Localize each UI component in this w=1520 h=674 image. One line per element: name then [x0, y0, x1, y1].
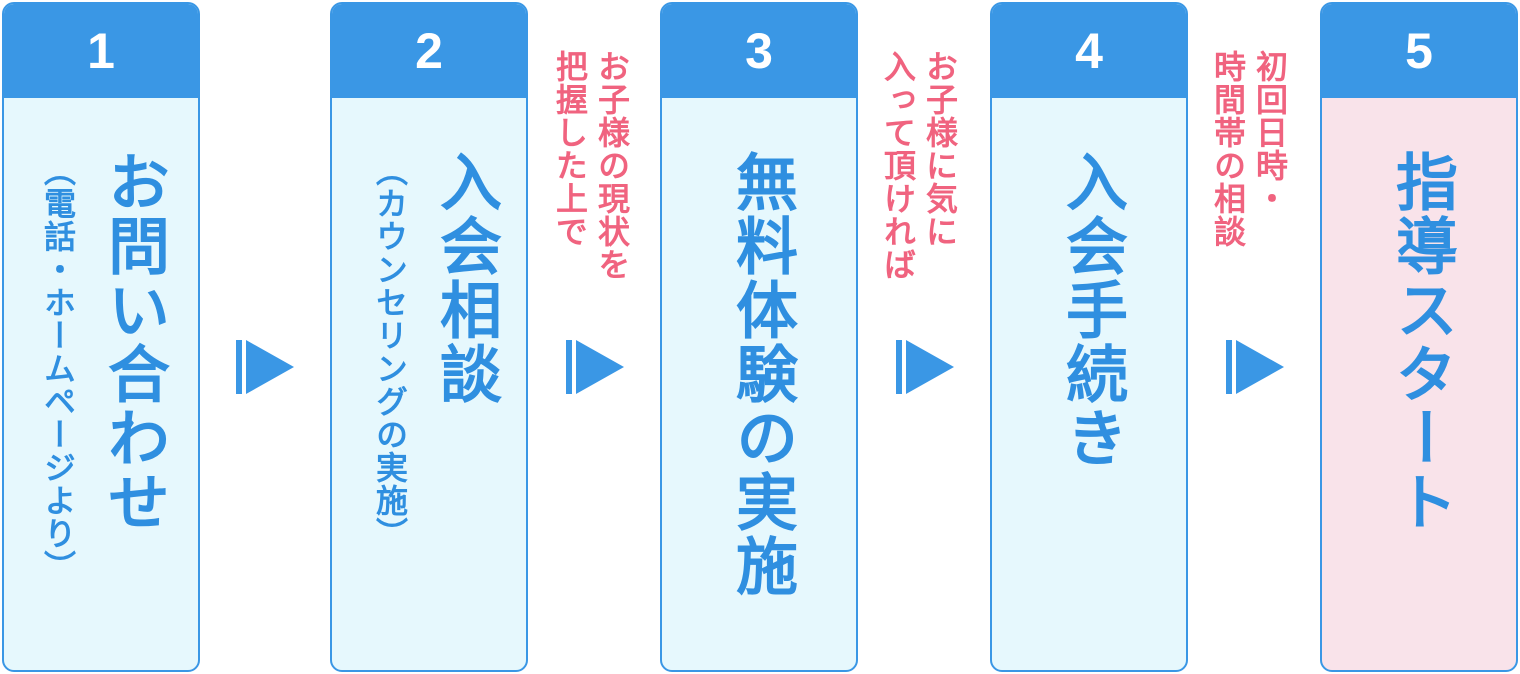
step-2-subtitle: （カウンセリングの実施）	[371, 154, 409, 550]
arrow-right-icon	[236, 340, 294, 394]
step-3-title: 無料体験の実施	[725, 150, 798, 598]
step-2-title: 入会相談	[429, 150, 502, 406]
note-3-line-2: 時間帯の相談	[1209, 50, 1247, 248]
step-2-number: 2	[332, 4, 526, 98]
note-2-line-1: お子様に気に	[921, 50, 959, 248]
step-4-title: 入会手続き	[1055, 150, 1128, 470]
step-3-card: 3 無料体験の実施	[660, 2, 858, 672]
step-5-card: 5 指導スタート	[1320, 2, 1518, 672]
arrow-right-icon	[1226, 340, 1284, 394]
step-3-number: 3	[662, 4, 856, 98]
step-4-number: 4	[992, 4, 1186, 98]
step-5-number: 5	[1322, 4, 1516, 98]
note-3-line-1: 初回日時・	[1251, 50, 1289, 215]
step-5-title: 指導スタート	[1385, 150, 1458, 534]
arrow-right-icon	[896, 340, 954, 394]
arrow-right-icon	[566, 340, 624, 394]
note-1-line-2: 把握した上で	[551, 50, 589, 248]
note-2-line-2: 入って頂ければ	[879, 50, 917, 281]
step-4-card: 4 入会手続き	[990, 2, 1188, 672]
step-1-subtitle: （電話・ホームページより）	[39, 154, 77, 583]
step-2-card: 2 入会相談 （カウンセリングの実施）	[330, 2, 528, 672]
step-1-title: お問い合わせ	[97, 150, 170, 534]
step-1-number: 1	[4, 4, 198, 98]
step-1-card: 1 お問い合わせ （電話・ホームページより）	[2, 2, 200, 672]
note-1-line-1: お子様の現状を	[593, 50, 631, 281]
